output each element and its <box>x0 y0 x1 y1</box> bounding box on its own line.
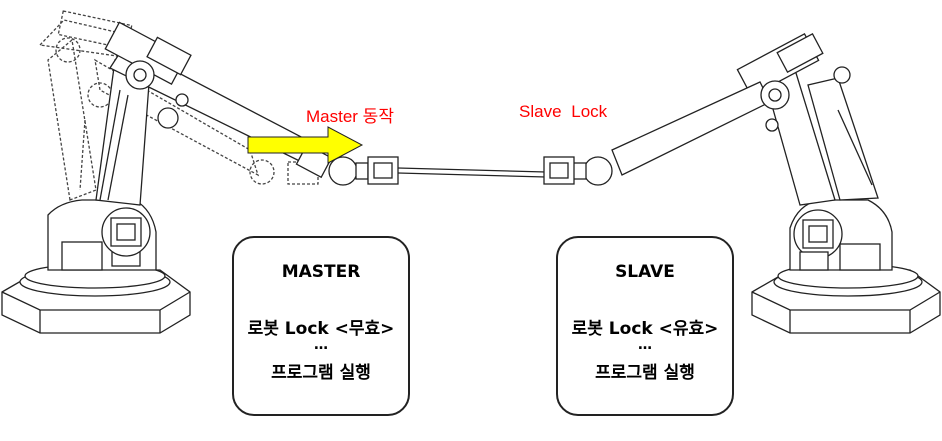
master-box-ellipsis: … <box>314 337 328 353</box>
slave-turret <box>789 199 893 271</box>
connecting-rod <box>397 167 547 178</box>
slave-box-ellipsis: … <box>638 337 652 353</box>
slave-robot <box>543 33 941 334</box>
master-box-title: MASTER <box>281 262 361 282</box>
master-arm <box>95 21 333 206</box>
slave-info-box: SLAVE 로봇 Lock <유효> … 프로그램 실행 <box>556 236 734 416</box>
master-gripper <box>328 156 399 186</box>
slave-box-run-line: 프로그램 실행 <box>595 363 695 383</box>
slave-lock-label: Slave Lock <box>519 102 608 121</box>
slave-base <box>751 263 941 334</box>
motion-arrow <box>247 126 364 164</box>
master-turret <box>47 199 157 271</box>
master-box-lock-line: 로봇 Lock <무효> <box>247 319 395 339</box>
master-base <box>1 263 191 334</box>
master-box-run-line: 프로그램 실행 <box>271 363 371 383</box>
master-info-box: MASTER 로봇 Lock <무효> … 프로그램 실행 <box>232 236 410 416</box>
slave-gripper <box>543 156 613 186</box>
master-robot <box>1 10 399 334</box>
slave-arm <box>611 33 879 206</box>
slave-box-title: SLAVE <box>615 262 675 282</box>
slave-box-lock-line: 로봇 Lock <유효> <box>571 319 719 339</box>
master-action-label: Master 동작 <box>306 107 394 126</box>
